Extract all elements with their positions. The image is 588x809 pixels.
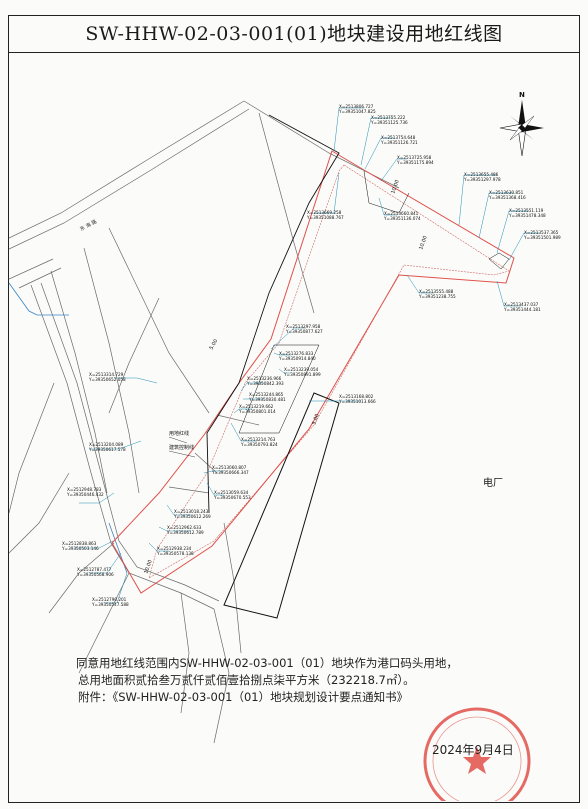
coord-y: Y=39350670.553 (213, 495, 251, 500)
coord-y: Y=39351444.181 (503, 307, 541, 312)
coord-y: Y=39350842.393 (246, 381, 284, 386)
coord-x: X=2512790.201 (92, 597, 127, 602)
coord-y: Y=39350503.146 (61, 546, 99, 551)
coord-x: X=2513551.119 (509, 208, 544, 213)
legend-callouts: 用地红线 建筑控制线 (168, 430, 196, 458)
north-label: N (519, 91, 525, 99)
coord-y: Y=39351238.755 (418, 294, 456, 299)
approval-note-attachment: 附件：《SW-HHW-02-03-001（01）地块规划设计要点通知书》 (78, 690, 409, 704)
coord-x: X=2512962.633 (167, 525, 202, 530)
coord-x: X=2513168.802 (339, 394, 374, 399)
water-lines (9, 282, 128, 574)
coord-y: Y=39350652.058 (88, 377, 126, 382)
coord-x: X=2513236.966 (247, 376, 282, 381)
coord-x: X=2513630.851 (489, 190, 524, 195)
coord-y: Y=39350612.269 (173, 514, 211, 519)
coord-x: X=2512948.783 (67, 487, 102, 492)
sheet-title: SW-HHW-02-03-001(01)地块建设用地红线图 (85, 23, 503, 45)
coord-y: Y=39350891.899 (283, 372, 321, 377)
coord-y: Y=39351136.074 (383, 216, 421, 221)
coord-y: Y=39350914.840 (278, 356, 316, 361)
coord-y: Y=39351088.767 (306, 215, 344, 220)
coord-x: X=2513555.488 (419, 289, 454, 294)
sheet-border (8, 15, 580, 803)
coord-x: X=2513537.365 (524, 230, 559, 235)
coord-x: X=2513725.958 (397, 155, 432, 160)
approval-note-line-2: 总用地面积贰拾叁万贰仟贰佰壹拾捌点柒平方米（232218.7㎡）。 (78, 673, 415, 687)
coord-y: Y=39350578.138 (156, 551, 194, 556)
coord-x: X=2513060.807 (212, 465, 247, 470)
coord-x: X=2512838.863 (62, 541, 97, 546)
coord-x: X=2513660.841 (384, 211, 419, 216)
coord-x: X=2512938.234 (157, 546, 192, 551)
building-control-line (148, 164, 510, 579)
approval-note-line-1: 同意用地红线范围内SW-HHW-02-03-001（01）地块作为港口码头用地， (76, 656, 458, 670)
coord-x: X=2513754.648 (381, 135, 416, 140)
dimension-label: 10.00 (390, 179, 401, 195)
coord-x: X=2513276.833 (279, 351, 314, 356)
legend-control-line: 建筑控制线 (169, 444, 194, 451)
coord-y: Y=39350830.481 (248, 397, 286, 402)
coord-y: Y=39350612.789 (166, 530, 204, 535)
official-seal (423, 707, 531, 801)
coord-y: Y=39351175.894 (396, 160, 434, 165)
coord-x: X=2513669.258 (307, 210, 342, 215)
coordinate-leaders (74, 107, 539, 604)
coord-y: Y=39350568.906 (76, 572, 114, 577)
coord-x: X=2513239.054 (284, 367, 319, 372)
coord-y: Y=39351297.978 (463, 177, 501, 182)
coord-y: Y=39351368.416 (488, 195, 526, 200)
road-network (9, 100, 400, 744)
coord-x: X=2513244.865 (249, 392, 284, 397)
coord-y: Y=39351126.721 (380, 140, 418, 145)
coord-x: X=2512787.477 (77, 567, 112, 572)
coord-y: Y=39350801.014 (238, 409, 276, 414)
dimension-label: 10.00 (418, 235, 429, 251)
coord-x: X=2513314.729 (89, 372, 124, 377)
coord-y: Y=39350617.578 (88, 447, 126, 452)
coord-x: X=2513297.958 (286, 324, 321, 329)
legend-red-line: 用地红线 (169, 430, 189, 437)
coord-y: Y=39351013.666 (338, 399, 376, 404)
coord-y: Y=39351501.989 (523, 235, 561, 240)
coord-x: X=2513204.089 (89, 442, 124, 447)
dimension-label: 5.00 (311, 413, 320, 426)
coord-x: X=2513059.634 (214, 490, 249, 495)
coord-y: Y=39350547.588 (91, 602, 129, 607)
coord-x: X=2513018.243 (174, 509, 209, 514)
coord-y: Y=39350446.432 (66, 492, 104, 497)
coord-y: Y=39350793.824 (240, 442, 278, 447)
coord-x: X=2513214.763 (241, 437, 276, 442)
parcel-map: N 东 海 路 10.00 10.00 5.00 5.00 10.00 用地红线… (9, 91, 561, 801)
dimension-label: 10.00 (143, 559, 154, 575)
coord-y: Y=39350877.627 (285, 329, 323, 334)
power-plant-plot (223, 392, 340, 619)
coord-x: X=2513655.486 (464, 172, 499, 177)
approval-date: 2024年9月4日 (432, 743, 514, 757)
coord-x: X=2513437.037 (504, 302, 539, 307)
title-divider (8, 52, 580, 53)
dimension-label: 5.00 (209, 338, 220, 351)
north-arrow-icon: N (499, 91, 544, 157)
coord-x: X=2513219.662 (239, 404, 274, 409)
inner-building (238, 344, 320, 434)
adjacent-plot-outline (206, 114, 340, 514)
coord-x: X=2513755.222 (371, 115, 406, 120)
coord-y: Y=39351125.736 (370, 120, 408, 125)
coord-y: Y=39351478.348 (508, 213, 546, 218)
power-plant-label: 电厂 (483, 478, 503, 489)
coord-x: X=2513806.727 (339, 104, 374, 109)
coord-y: Y=39351047.825 (338, 109, 376, 114)
coord-y: Y=39350666.347 (211, 470, 249, 475)
road-name-label: 东 海 路 (79, 218, 98, 233)
